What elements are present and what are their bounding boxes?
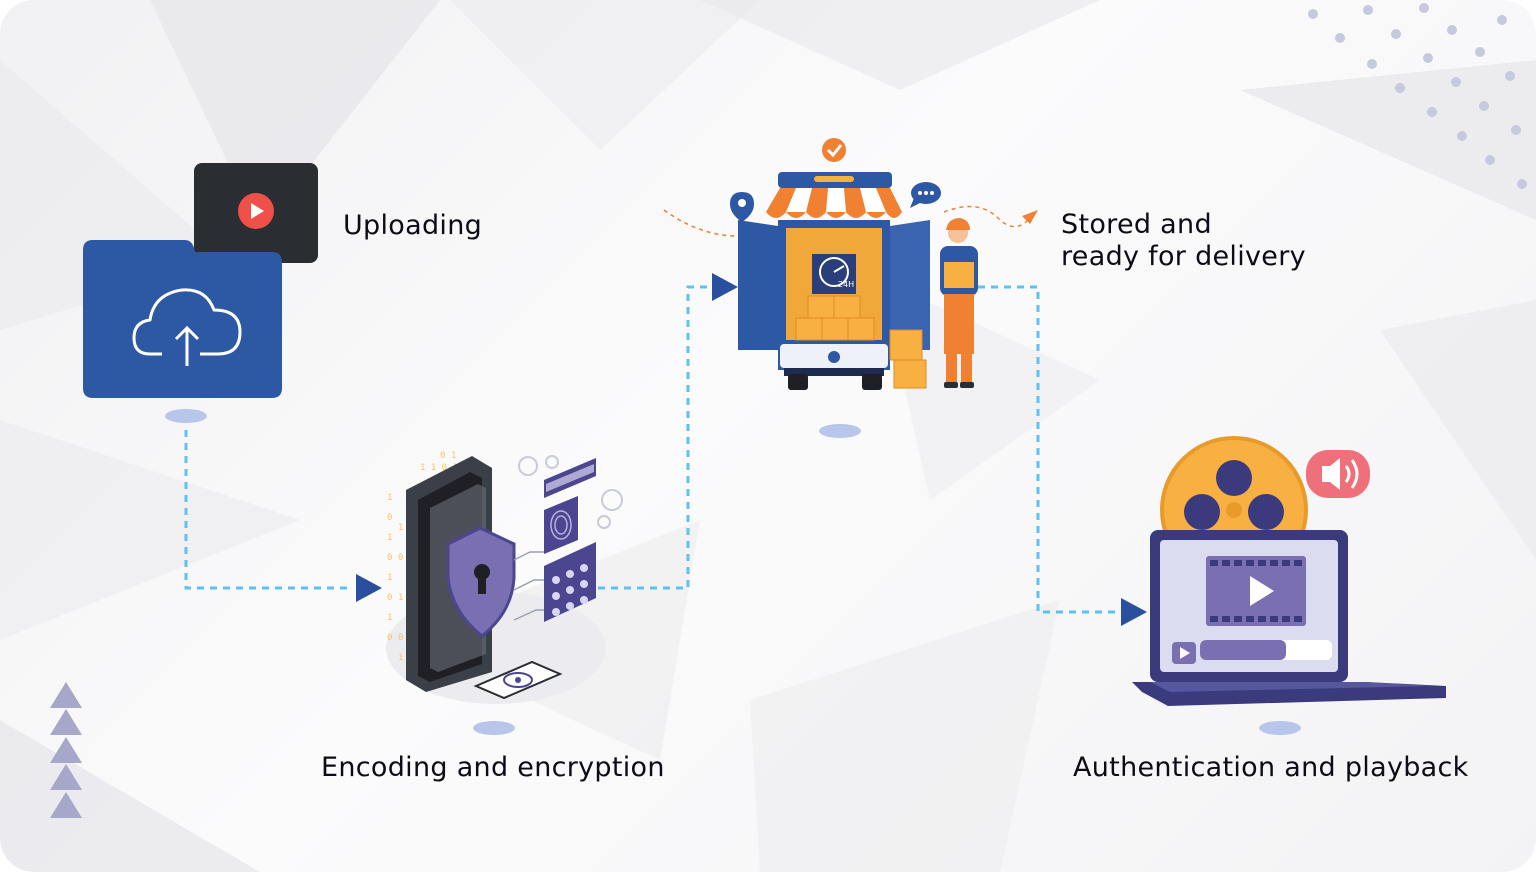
triangle-stack-icon [50, 682, 82, 818]
svg-text:1: 1 [387, 613, 392, 623]
svg-text:0: 0 [398, 553, 403, 563]
check-badge-icon [822, 138, 846, 162]
step-label-uploading: Uploading [343, 210, 483, 241]
speaker-icon [1322, 458, 1340, 490]
awning [766, 188, 902, 218]
step-label-stored: Stored and ready for delivery [1061, 209, 1306, 273]
clock-icon [819, 257, 849, 287]
svg-text:1: 1 [387, 573, 392, 583]
arrow-right-icon [1121, 598, 1147, 626]
svg-text:1: 1 [398, 653, 403, 663]
progress-fill [1200, 640, 1286, 660]
node-dot [819, 424, 861, 438]
svg-text:0: 0 [387, 513, 392, 523]
courier-person [940, 218, 978, 388]
eye-icon [503, 672, 533, 688]
svg-text:1: 1 [387, 533, 392, 543]
play-icon [1250, 576, 1274, 606]
node-dot [1259, 721, 1301, 735]
svg-text:1: 1 [398, 523, 403, 533]
svg-text:0: 0 [398, 633, 403, 643]
step-label-stored-line1: Stored and [1061, 209, 1212, 240]
svg-text:0: 0 [387, 553, 392, 563]
svg-text:1: 1 [387, 493, 392, 503]
folder-shape [83, 240, 282, 398]
fingerprint-icon [544, 496, 578, 554]
step-label-encoding: Encoding and encryption [321, 752, 665, 783]
svg-text:1 1 0 1: 1 1 0 1 [420, 463, 458, 473]
step-label-playback: Authentication and playback [1073, 752, 1469, 783]
svg-text:0: 0 [387, 593, 392, 603]
dot-grid [1308, 3, 1527, 189]
step-label-stored-line2: ready for delivery [1061, 241, 1306, 272]
svg-text:0 1: 0 1 [440, 451, 456, 461]
clock-24h-label: 24H [838, 280, 854, 289]
arrow-right-icon [712, 273, 738, 301]
svg-text:1: 1 [398, 593, 403, 603]
node-dot [165, 409, 207, 423]
arrow-right-icon [356, 574, 382, 602]
paper-plane-icon [1022, 210, 1038, 224]
node-dot [473, 721, 515, 735]
svg-text:0: 0 [387, 633, 392, 643]
